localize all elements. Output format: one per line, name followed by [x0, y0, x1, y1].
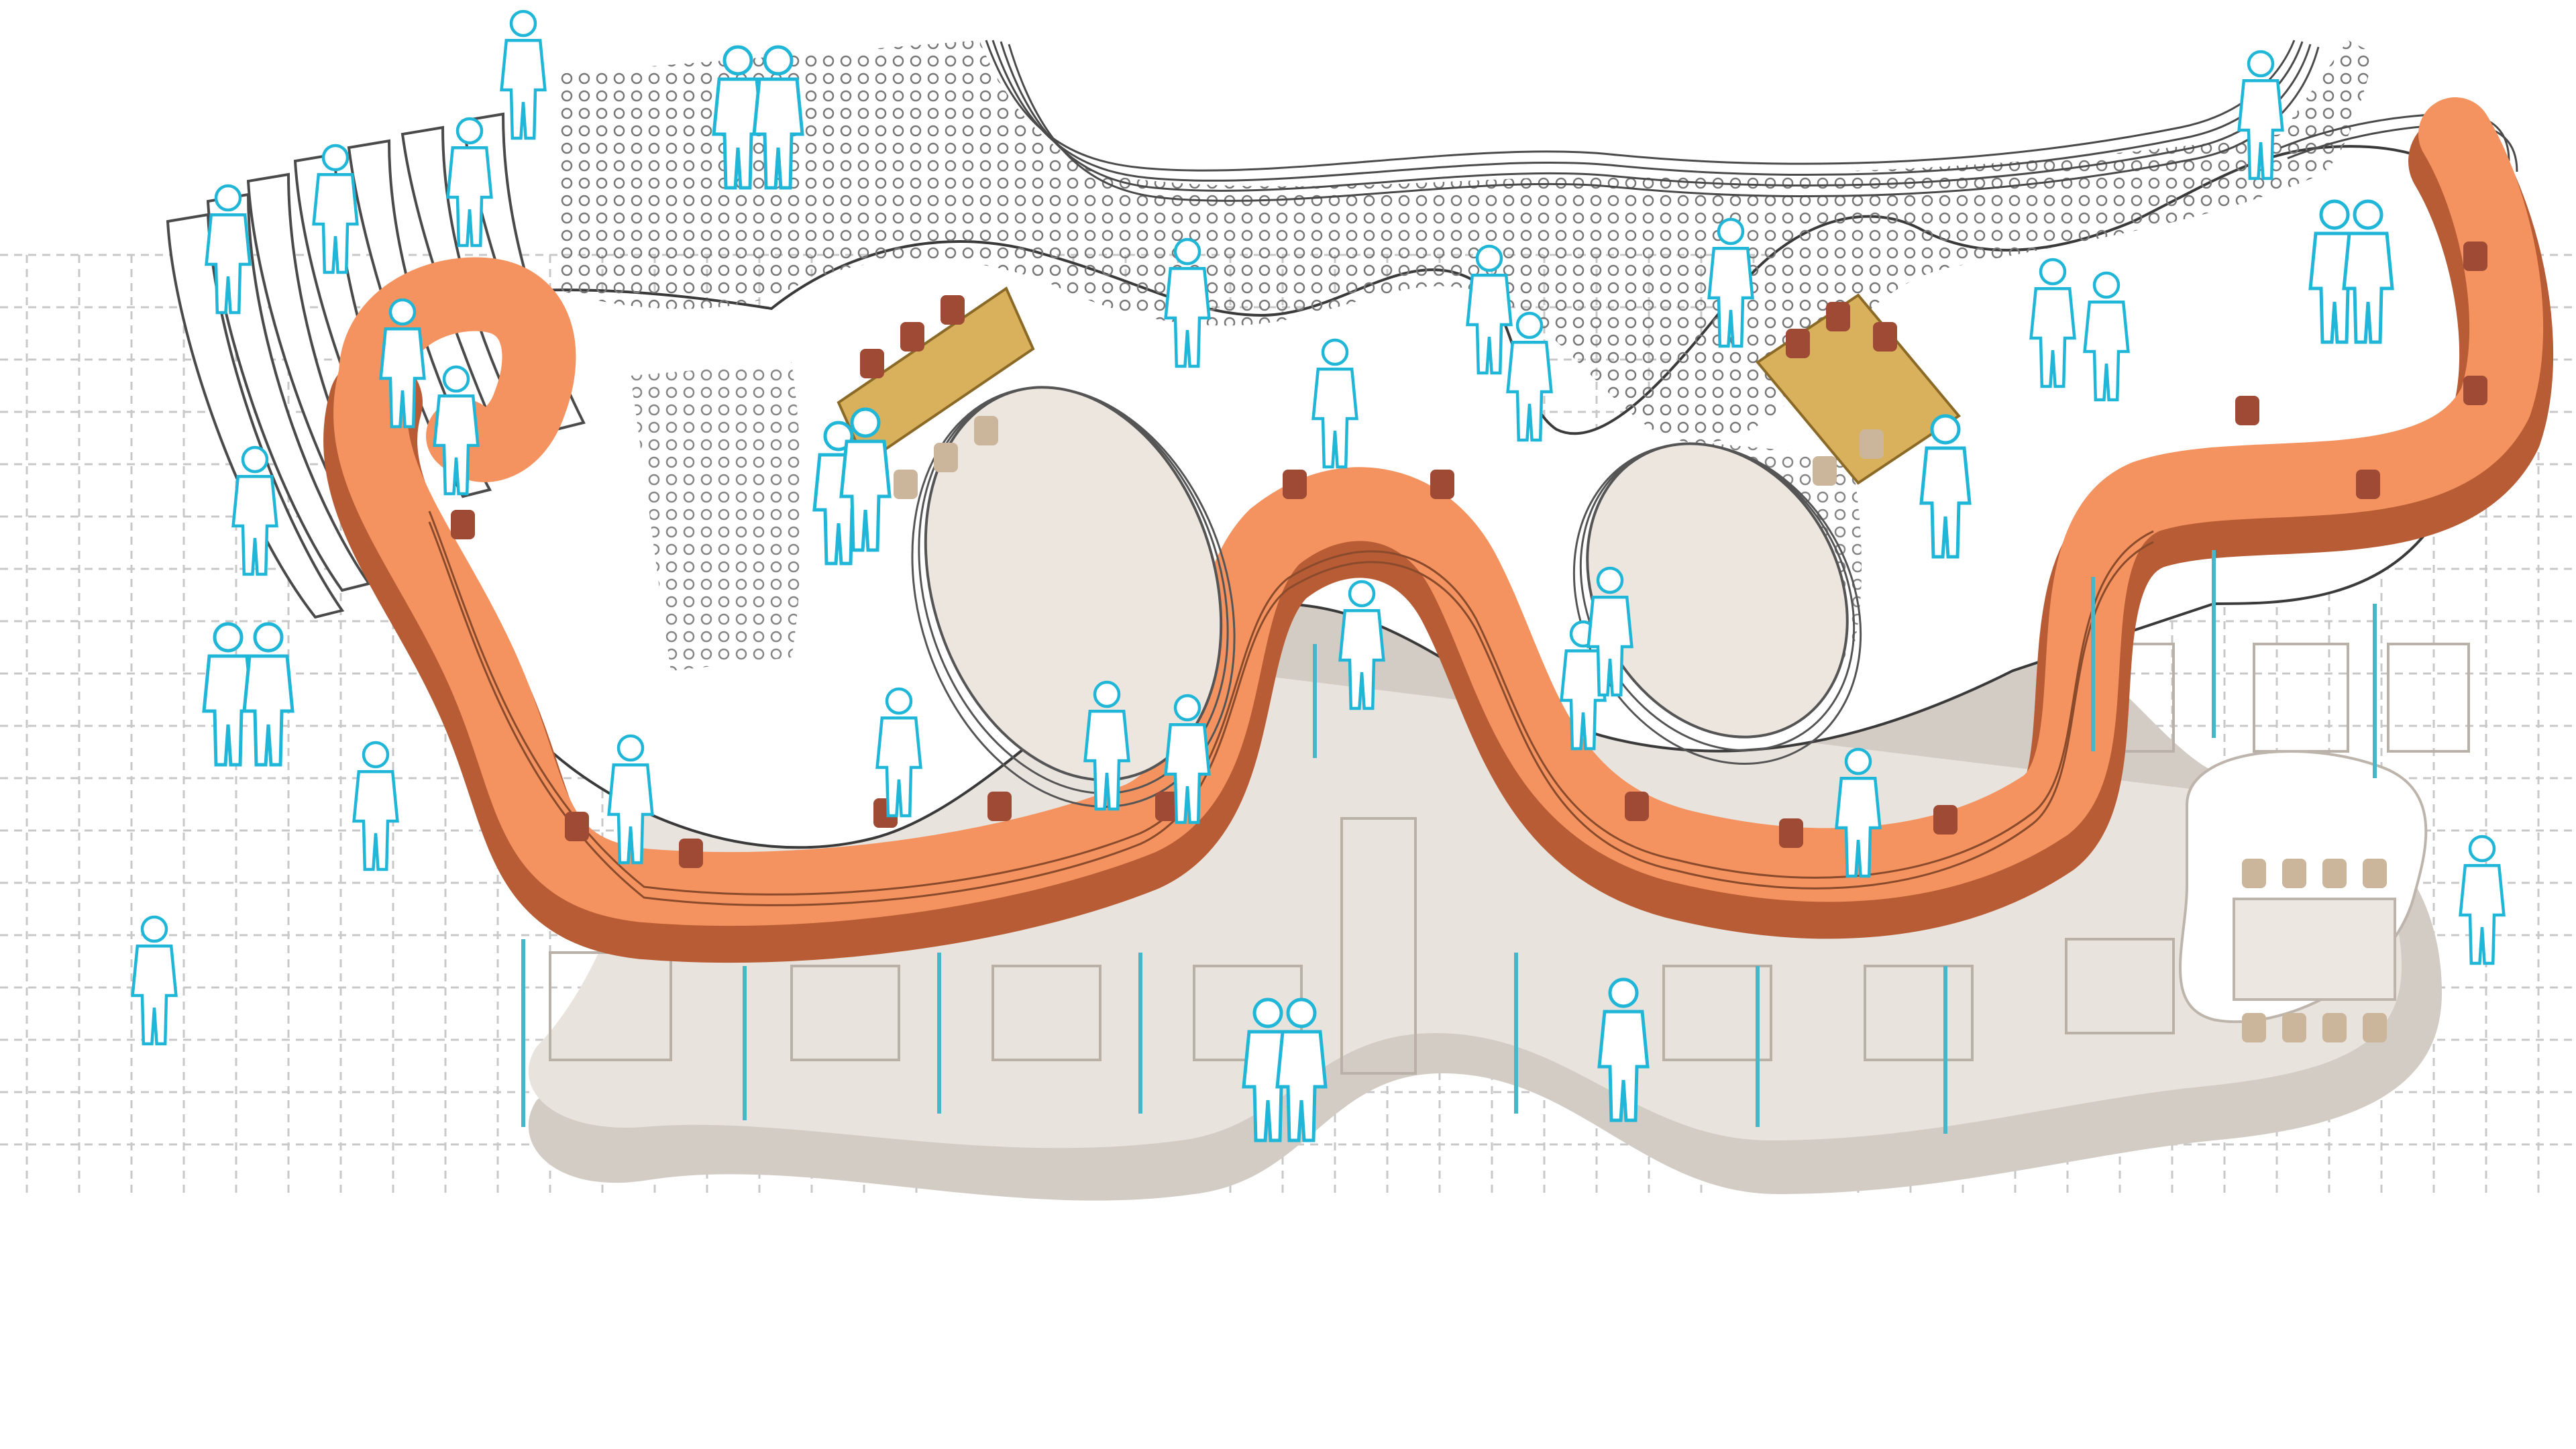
meeting-table-right: [1756, 293, 1961, 486]
person-figure-icon: [354, 743, 398, 869]
oval-opening-left: [911, 386, 1236, 808]
contour-wave-top: [985, 40, 2518, 202]
person-figure-icon: [502, 11, 545, 138]
person-figure-icon: [244, 624, 292, 765]
person-figure-icon: [2461, 837, 2504, 963]
perforated-ceiling-left: [631, 362, 802, 671]
perforated-ceiling-top: [557, 40, 2375, 443]
meeting-room-table: [2233, 898, 2396, 1001]
support-posts: [521, 550, 2377, 1134]
